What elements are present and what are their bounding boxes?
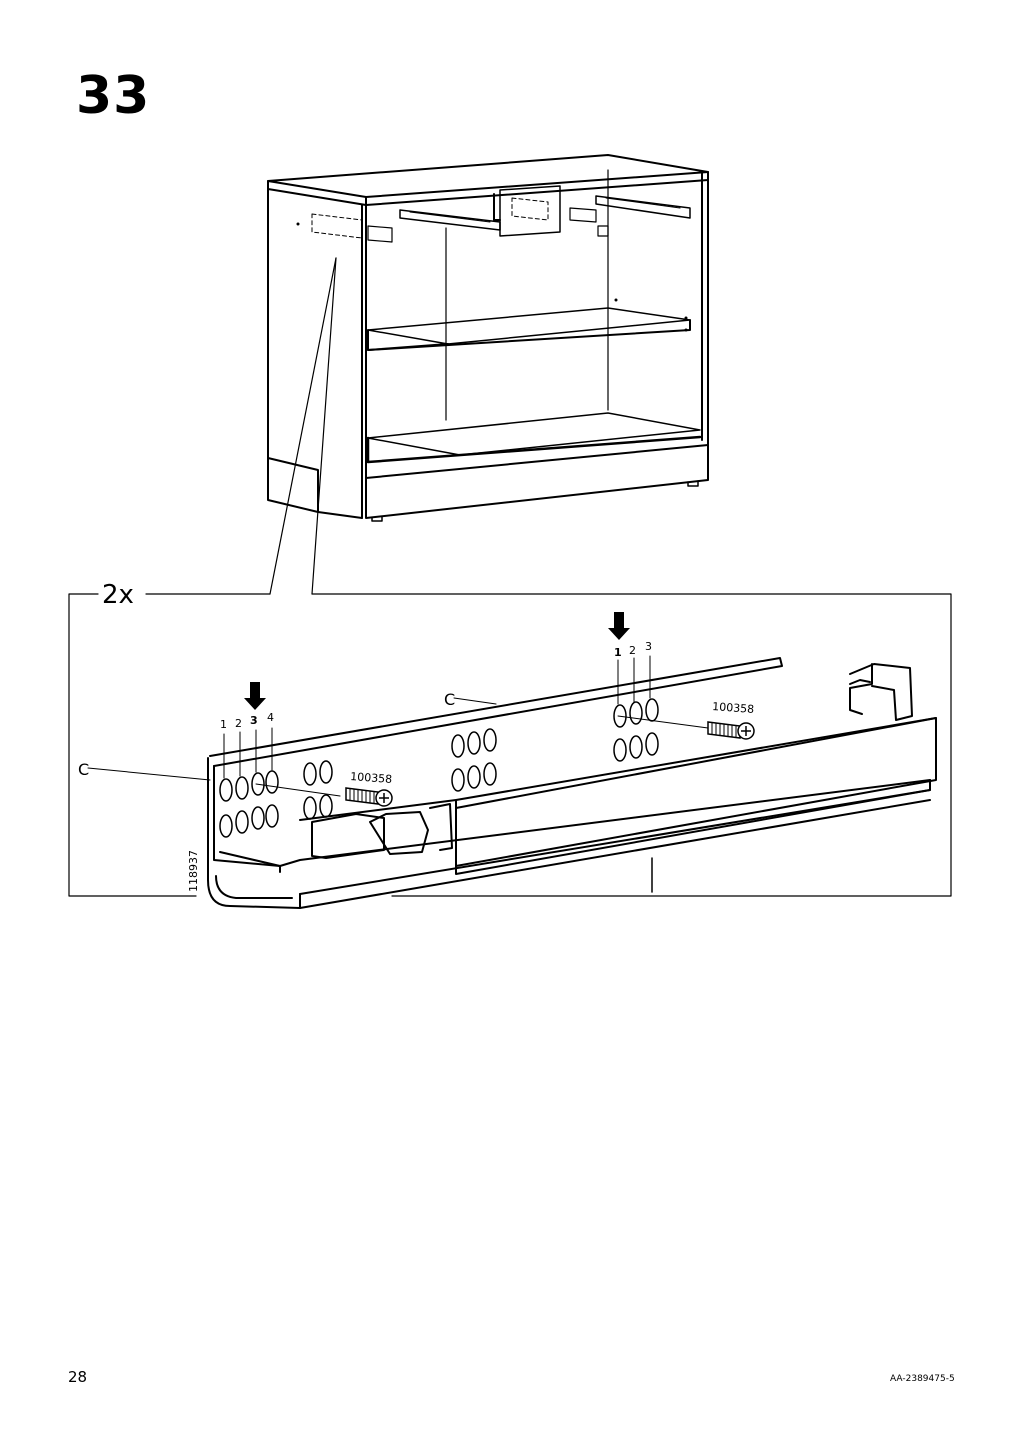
screw-right <box>707 721 755 740</box>
document-code: AA-2389475-5 <box>890 1374 955 1384</box>
left-hole-number-2: 2 <box>235 717 242 730</box>
screw-part-label-right: 100358 <box>712 700 755 716</box>
cabinet-drawing <box>267 154 709 522</box>
left-hole-number-1: 1 <box>220 718 227 731</box>
right-hole-number-3: 3 <box>645 640 652 653</box>
quantity-label: 2x <box>102 580 134 610</box>
screw-left <box>345 787 393 807</box>
rail-part-label: 118937 <box>187 850 200 892</box>
clip-symbol-left: C <box>78 760 89 779</box>
clip-symbol-middle: C <box>444 690 455 709</box>
down-arrow-left-icon <box>244 682 266 710</box>
right-hole-number-2: 2 <box>629 644 636 657</box>
page-number: 28 <box>68 1368 88 1386</box>
detail-frame <box>68 593 952 897</box>
left-hole-number-3: 3 <box>250 714 258 727</box>
drawer-rail <box>207 657 937 909</box>
down-arrow-right-icon <box>608 612 630 640</box>
left-hole-number-4: 4 <box>267 711 274 724</box>
left-number-leaders <box>223 727 273 779</box>
right-hole-number-1: 1 <box>614 646 622 659</box>
middle-hole-cluster <box>451 728 497 792</box>
left-hole-cluster <box>219 760 333 838</box>
screw-part-label-left: 100358 <box>350 770 393 786</box>
right-number-leaders <box>617 655 651 705</box>
right-hole-cluster <box>613 698 659 762</box>
step-number: 33 <box>76 66 151 126</box>
